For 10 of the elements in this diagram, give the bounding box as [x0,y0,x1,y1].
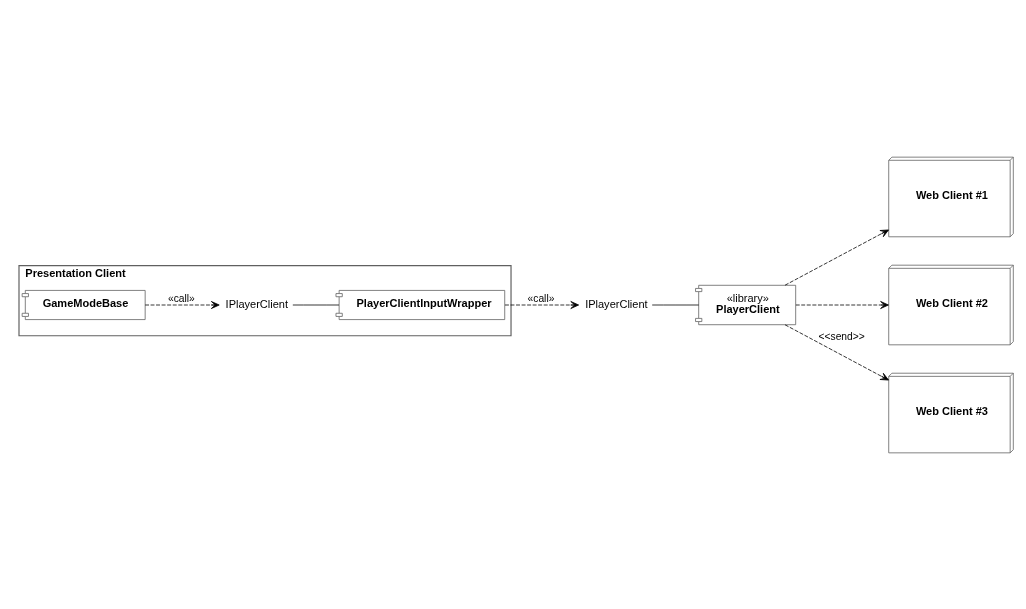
arrow [504,300,580,309]
edge-label: <<send>> [818,330,865,342]
node-text: IPlayerClient [225,297,289,310]
arrow [795,300,889,309]
arrow [784,323,889,380]
node-text: IPlayerClient [585,297,648,310]
edge-label: «call» [168,292,195,304]
arrow [784,229,889,286]
arrow [144,300,220,309]
edge-label: «call» [527,292,555,304]
